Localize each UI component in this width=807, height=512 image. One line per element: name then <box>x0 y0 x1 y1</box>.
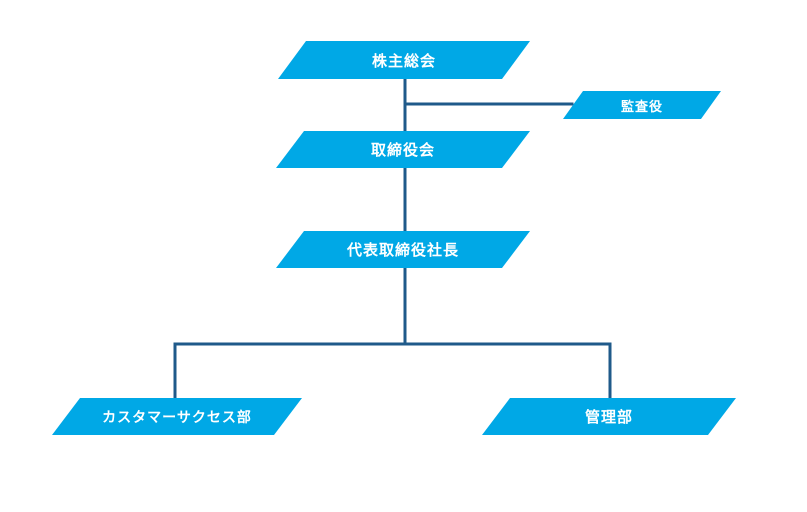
node-shareholders-meeting: 株主総会 <box>278 41 530 79</box>
node-shape <box>563 91 721 119</box>
node-board-of-directors: 取締役会 <box>276 131 530 168</box>
node-representative-director: 代表取締役社長 <box>276 231 530 268</box>
node-label: 監査役 <box>620 99 663 115</box>
node-shape <box>482 398 736 435</box>
node-auditor: 監査役 <box>563 91 721 119</box>
node-label: 取締役会 <box>370 141 435 159</box>
node-shape <box>278 41 530 79</box>
node-administration-dept: 管理部 <box>482 398 736 435</box>
node-shape <box>276 131 530 168</box>
node-customer-success-dept: カスタマーサクセス部 <box>52 398 302 435</box>
node-label: 代表取締役社長 <box>346 241 459 259</box>
node-label: 管理部 <box>584 408 633 426</box>
node-shape <box>276 231 530 268</box>
node-label: 株主総会 <box>371 51 436 70</box>
node-shape <box>52 398 302 435</box>
node-label: カスタマーサクセス部 <box>102 409 252 426</box>
